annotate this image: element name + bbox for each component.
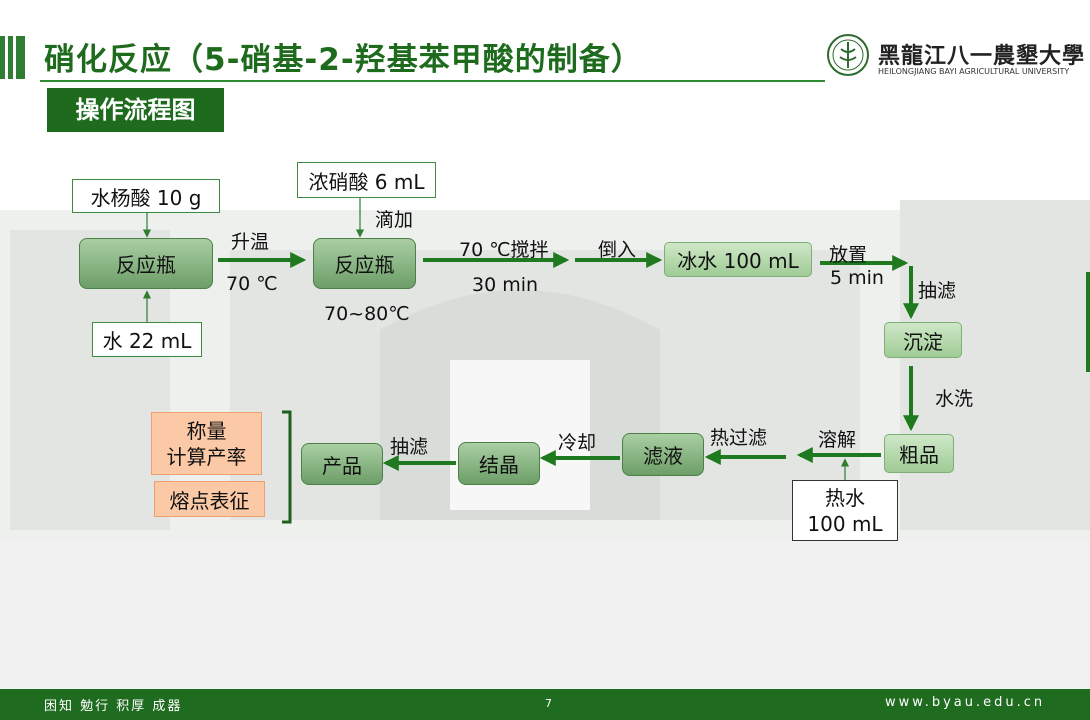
label-dissolve: 溶解 [818, 425, 856, 452]
label-70c: 70 ℃ [226, 273, 278, 295]
node-crystallization: 结晶 [458, 442, 540, 485]
label-30min: 30 min [472, 274, 538, 296]
result-bracket [282, 412, 290, 522]
label-5min: 5 min [830, 267, 884, 289]
node-product: 产品 [301, 443, 383, 485]
node-nitric-acid: 浓硝酸 6 mL [297, 162, 436, 198]
node-salicylic-acid: 水杨酸 10 g [72, 179, 220, 213]
label-stand: 放置 [829, 240, 867, 267]
label-suction-1: 抽滤 [918, 276, 956, 303]
weigh-line2: 计算产率 [167, 444, 247, 470]
footer-motto: 困知 勉行 积厚 成器 [44, 695, 182, 714]
node-water-22ml: 水 22 mL [92, 322, 202, 357]
label-suction-2: 抽滤 [390, 432, 428, 459]
hot-water-line2: 100 mL [807, 511, 882, 537]
page-number: 7 [545, 697, 552, 710]
label-temp-range: 70~80℃ [324, 303, 410, 325]
node-ice-water: 冰水 100 mL [664, 242, 812, 277]
node-filtrate: 滤液 [622, 433, 704, 476]
weigh-line1: 称量 [187, 418, 227, 444]
label-cool: 冷却 [558, 428, 596, 455]
footer-website: www.byau.edu.cn [885, 695, 1045, 710]
node-weigh-yield: 称量 计算产率 [151, 412, 262, 475]
label-wash: 水洗 [935, 384, 973, 411]
node-reaction-flask-2: 反应瓶 [313, 238, 416, 289]
label-stir: 70 ℃搅拌 [459, 235, 549, 262]
node-precipitate: 沉淀 [884, 322, 962, 358]
label-pour: 倒入 [598, 235, 636, 262]
node-hot-water: 热水 100 mL [792, 480, 898, 541]
node-crude-product: 粗品 [884, 434, 954, 473]
node-reaction-flask-1: 反应瓶 [79, 238, 213, 289]
label-heat: 升温 [231, 227, 269, 254]
hot-water-line1: 热水 [825, 485, 865, 511]
node-melting-point: 熔点表征 [154, 481, 265, 517]
label-hot-filter: 热过滤 [710, 423, 767, 450]
label-dropwise: 滴加 [375, 205, 413, 232]
